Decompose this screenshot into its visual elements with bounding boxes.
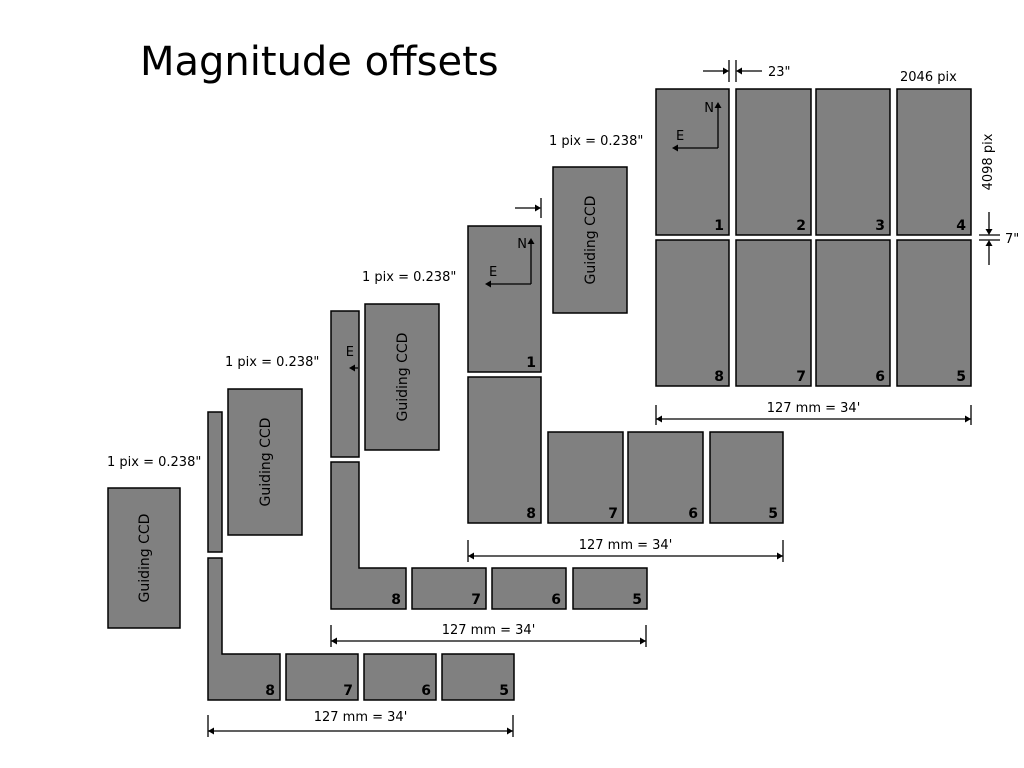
guiding-ccd-label: Guiding CCD	[395, 333, 411, 422]
chip-number: 7	[471, 592, 481, 608]
arrowhead	[208, 727, 214, 735]
guiding-ccd	[364, 303, 440, 451]
ccd-chip	[655, 88, 730, 236]
ccd-chip	[627, 431, 704, 524]
ccd-chip	[491, 567, 567, 610]
arrowhead	[527, 238, 535, 244]
guiding-ccd-label: Guiding CCD	[137, 514, 153, 603]
guiding-ccd-label: Guiding CCD	[583, 196, 599, 285]
arrowhead	[714, 102, 722, 108]
gap-x-label: 23"	[768, 65, 791, 80]
chip-number: 7	[796, 369, 806, 385]
ccd-chip	[815, 88, 891, 236]
chip-number: 6	[551, 592, 561, 608]
ccd-chip	[363, 653, 437, 701]
chip-number: 5	[956, 369, 966, 385]
chip-number: 8	[526, 506, 536, 522]
guiding-ccd	[107, 487, 181, 629]
ccd-chip	[709, 431, 784, 524]
arrowhead	[736, 67, 742, 75]
chip-number: 7	[608, 506, 618, 522]
pixel-scale-label: 1 pix = 0.238"	[549, 134, 643, 149]
arrowhead	[777, 552, 783, 560]
width-label: 127 mm = 34'	[579, 538, 673, 553]
chip-number: 6	[421, 683, 431, 699]
ccd-chip	[547, 431, 624, 524]
ccd-chip	[572, 567, 648, 610]
ccd-chip	[330, 461, 407, 610]
ccd-chip	[411, 567, 487, 610]
ccd-chip	[467, 376, 542, 524]
ccd-chip	[441, 653, 515, 701]
arrowhead	[349, 364, 355, 372]
chip-number: 5	[632, 592, 642, 608]
width-label: 127 mm = 34'	[767, 401, 861, 416]
chip-number: 6	[688, 506, 698, 522]
gap-y-label: 7"	[1005, 232, 1019, 247]
chip-number: 6	[875, 369, 885, 385]
chip-height-label: 4098 pix	[981, 133, 996, 190]
chip-number: 8	[714, 369, 724, 385]
compass-north-label: N	[517, 237, 527, 252]
compass-east-label: E	[676, 129, 684, 144]
arrowhead	[656, 415, 662, 423]
width-label: 127 mm = 34'	[314, 710, 408, 725]
chip-width-label: 2046 pix	[900, 70, 957, 85]
ccd-chip	[735, 88, 812, 236]
compass-east-label: E	[346, 345, 354, 360]
compass-north-label: N	[704, 101, 714, 116]
ccd-chip	[815, 239, 891, 387]
arrowhead	[331, 637, 337, 645]
arrowhead	[468, 552, 474, 560]
slide-title: Magnitude offsets	[140, 39, 499, 85]
compass-east-label: E	[489, 265, 497, 280]
guiding-ccd	[227, 388, 303, 536]
ccd-chip	[896, 239, 972, 387]
arrowhead	[985, 240, 993, 246]
ccd-chip	[207, 557, 281, 701]
pixel-scale-label: 1 pix = 0.238"	[362, 270, 456, 285]
ccd-chip	[285, 653, 359, 701]
arrowhead	[965, 415, 971, 423]
arrowhead	[640, 637, 646, 645]
chip-number: 5	[768, 506, 778, 522]
chip-number: 8	[391, 592, 401, 608]
guiding-ccd-label: Guiding CCD	[258, 418, 274, 507]
ccd-chip-edge	[330, 310, 360, 458]
ccd-chip	[467, 225, 542, 373]
arrowhead	[723, 67, 729, 75]
chip-number: 2	[796, 218, 806, 234]
ccd-chip	[735, 239, 812, 387]
arrowhead	[535, 204, 541, 212]
chip-number: 1	[714, 218, 724, 234]
pixel-scale-label: 1 pix = 0.238"	[225, 355, 319, 370]
arrowhead	[485, 280, 491, 288]
ccd-chip	[896, 88, 972, 236]
guiding-ccd	[552, 166, 628, 314]
arrowhead	[985, 229, 993, 235]
arrowhead	[507, 727, 513, 735]
ccd-chip-edge	[207, 411, 223, 553]
width-label: 127 mm = 34'	[442, 623, 536, 638]
chip-number: 5	[499, 683, 509, 699]
chip-number: 3	[875, 218, 885, 234]
chip-number: 4	[956, 218, 966, 234]
chip-number: 1	[526, 355, 536, 371]
chip-number: 8	[265, 683, 275, 699]
chip-number: 7	[343, 683, 353, 699]
pixel-scale-label: 1 pix = 0.238"	[107, 455, 201, 470]
arrowhead	[672, 144, 678, 152]
ccd-chip	[655, 239, 730, 387]
